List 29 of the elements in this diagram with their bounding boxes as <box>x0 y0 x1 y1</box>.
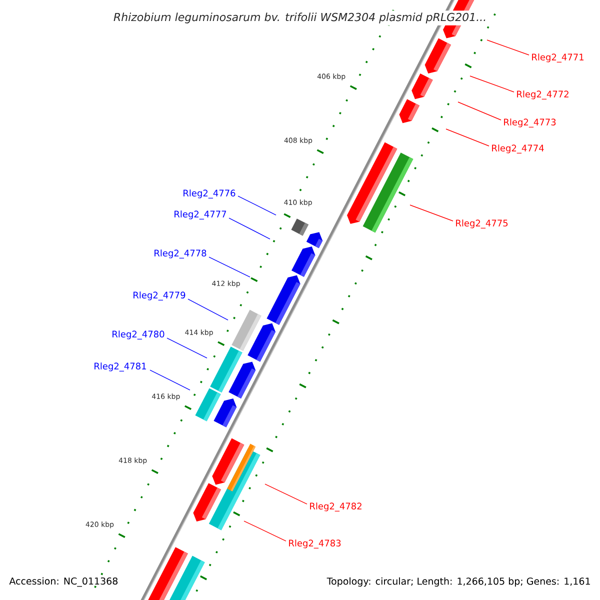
leader-line <box>188 298 228 320</box>
gene-label: Rleg2_4776 <box>184 190 236 198</box>
gene-label: Rleg2_4777 <box>174 210 226 220</box>
gene-label: Rleg2_4778 <box>154 250 206 258</box>
leader-line <box>166 338 208 358</box>
leader-line <box>486 40 530 56</box>
gene-label: Rleg2_4772 <box>517 90 568 100</box>
leader-line <box>238 196 276 216</box>
gene-label: Rleg2_4775 <box>456 220 508 228</box>
leader-line <box>150 370 190 390</box>
leader-line <box>244 520 286 542</box>
gene-label: Rleg2_4782 <box>310 502 362 512</box>
gene-label: Rleg2_4781 <box>94 362 146 372</box>
gene-label: Rleg2_4783 <box>289 540 341 548</box>
title: Rhizobium leguminosarum bv. trifolii WSM2304 plasmid pRLG201... <box>111 10 489 26</box>
gene-label: Rleg2_4773 <box>504 118 556 128</box>
accession-text: Accession: NC_011368 <box>9 577 118 587</box>
leader-line <box>264 484 308 504</box>
leader-line <box>410 204 454 222</box>
gene-label: Rleg2_4771 <box>532 54 584 62</box>
gene-label: Rleg2_4780 <box>112 330 164 340</box>
leader-line <box>446 128 490 146</box>
topology-text: Topology: circular; Length: 1,266,105 bp; Genes: 1,161 <box>326 577 590 587</box>
leader-line <box>208 256 250 278</box>
leader-line <box>458 102 502 120</box>
gene-label: Rleg2_4774 <box>492 144 544 154</box>
leader-line <box>470 76 514 92</box>
gene-label: Rleg2_4779 <box>134 292 186 300</box>
leader-line <box>228 218 270 240</box>
